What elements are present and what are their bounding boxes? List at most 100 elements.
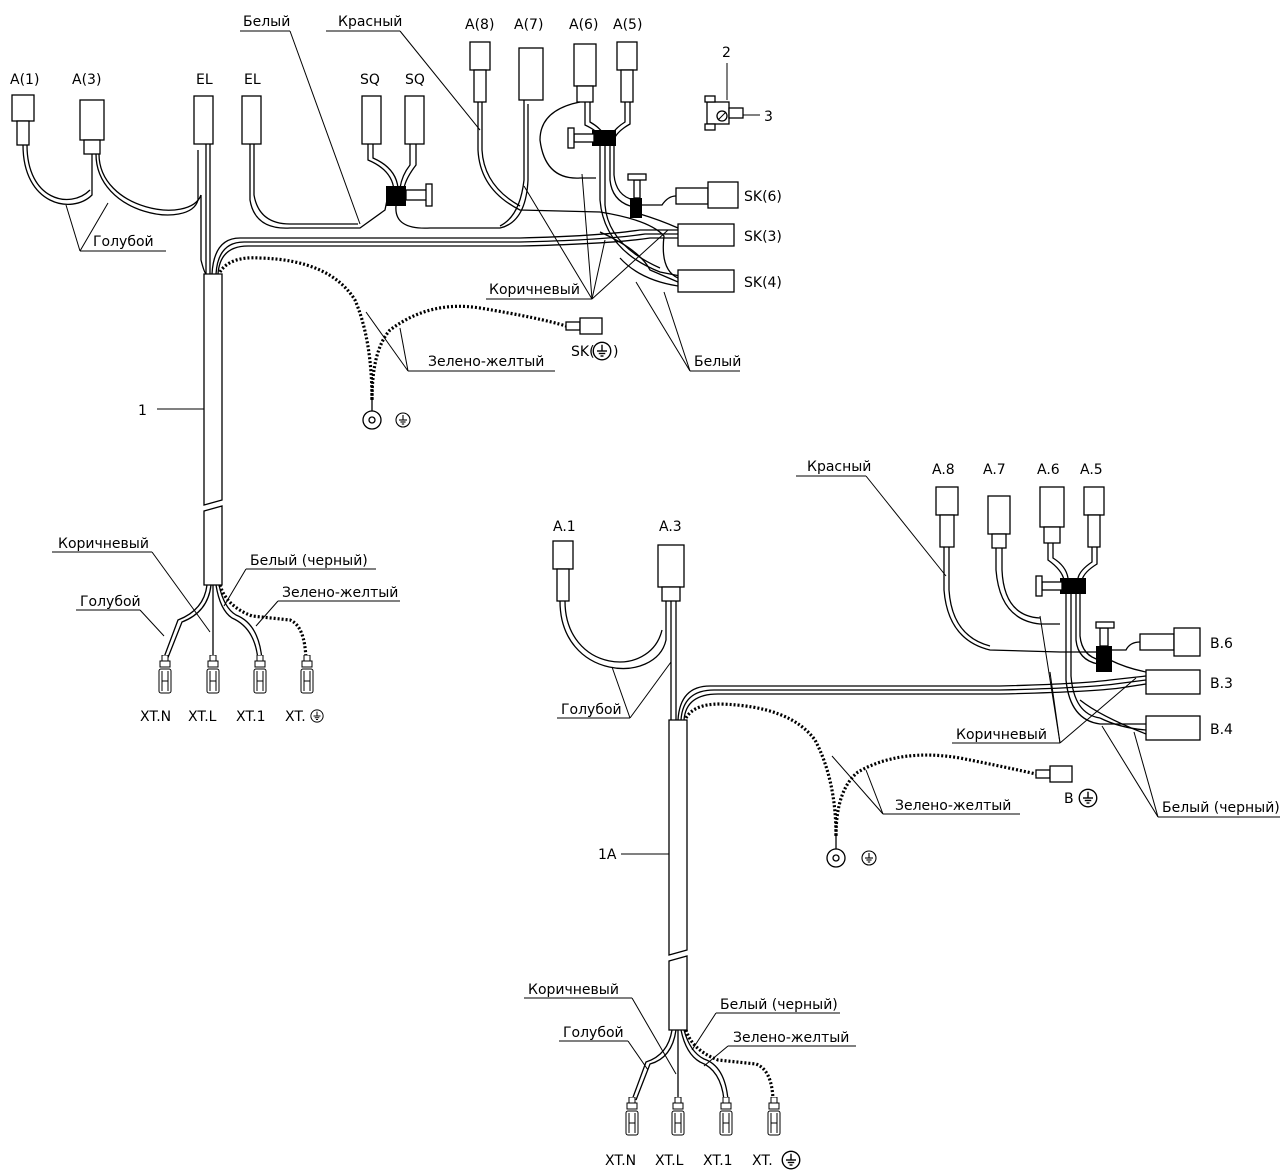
terminal-xt-l (206, 655, 220, 694)
connector-sk6 (707, 181, 739, 209)
harness-1a: 1A A.1 A.3 A.8 A.7 A.6 A.5 (524, 459, 1280, 1170)
wire-label-brown-mid-1a: Коричневый (956, 727, 1047, 743)
connector-a3-sleeve (83, 139, 101, 155)
ground-icon (310, 709, 324, 723)
connector-a3 (79, 99, 105, 141)
detail-number-3: 3 (764, 109, 773, 125)
connector-el-right (241, 95, 262, 145)
wire-label-white-right: Белый (694, 354, 741, 370)
wire-label-yellow-green-mid-1a: Зелено-желтый (895, 798, 1011, 814)
label-xt-l: XT.L (188, 709, 217, 725)
connector-a6 (573, 43, 597, 87)
connector-a-5 (1083, 486, 1105, 516)
wire-label-white-black-bottom: Белый (черный) (250, 553, 368, 569)
terminal-xt-ground-1a (767, 1097, 781, 1136)
connector-el-left (193, 95, 214, 145)
label-a8: A(8) (465, 17, 494, 33)
connector-a8 (469, 41, 491, 71)
harness-1-sleeve-upper (203, 273, 223, 506)
wire-label-red-top: Красный (338, 14, 402, 30)
connector-sq-left (361, 95, 382, 145)
detail-number-2: 2 (722, 45, 731, 61)
ground-icon (1078, 788, 1098, 808)
harness-1-label: 1 (138, 403, 147, 419)
connector-a-8 (935, 486, 959, 516)
label-xt-ground: XT. (285, 709, 306, 725)
wire-label-yellow-green-mid: Зелено-желтый (428, 354, 544, 370)
label-sq-right: SQ (405, 72, 425, 88)
harness-1-sleeve-lower (203, 505, 223, 586)
wire-label-brown-bottom-1a: Коричневый (528, 982, 619, 998)
label-b4: B.4 (1210, 722, 1233, 738)
connector-a7 (518, 47, 544, 101)
connector-b-ground (1049, 765, 1073, 783)
label-sk6: SK(6) (744, 189, 782, 205)
label-b6: B.6 (1210, 636, 1233, 652)
wire-label-yellow-green-bottom-1a: Зелено-желтый (733, 1030, 849, 1046)
connector-a1-sleeve (16, 120, 30, 146)
label-a-1: A.1 (553, 519, 576, 535)
label-a6: A(6) (569, 17, 598, 33)
connector-sk3 (677, 223, 735, 247)
label-b3: B.3 (1210, 676, 1233, 692)
wire-label-brown-mid: Коричневый (489, 282, 580, 298)
label-sk3: SK(3) (744, 229, 782, 245)
wire-label-white-black-right-1a: Белый (черный) (1162, 800, 1280, 816)
label-a1: A(1) (10, 72, 39, 88)
terminal-xt-n-1a (625, 1097, 639, 1136)
sq-clip (386, 186, 406, 206)
wire-label-blue-mid-1a: Голубой (561, 702, 622, 718)
terminal-xt-n (158, 655, 172, 694)
connector-sk6-plug (675, 187, 709, 205)
label-a-7: A.7 (983, 462, 1006, 478)
connector-a5 (616, 41, 638, 71)
a-clip (592, 130, 616, 146)
label-a7: A(7) (514, 17, 543, 33)
label-el-left: EL (196, 72, 213, 88)
ground-icon (395, 412, 411, 428)
connector-sk4 (677, 269, 735, 293)
label-xt-l-1a: XT.L (655, 1153, 684, 1169)
label-sk-ground-close: ) (613, 344, 618, 360)
terminal-xt-1-1a (719, 1097, 733, 1136)
wire-label-yellow-green-bottom: Зелено-желтый (282, 585, 398, 601)
wire-label-blue-bottom-1a: Голубой (563, 1025, 624, 1041)
connector-a-6 (1039, 486, 1065, 528)
terminal-xt-ground (300, 655, 314, 694)
wire-label-white-black-bottom-1a: Белый (черный) (720, 997, 838, 1013)
label-sk4: SK(4) (744, 275, 782, 291)
connector-sq-right (404, 95, 425, 145)
detail-fastener: 2 3 (704, 45, 773, 131)
terminal-xt-l-1a (671, 1097, 685, 1136)
ground-icon (592, 341, 612, 361)
harness-1a-sleeve-lower (668, 955, 688, 1031)
wire-label-red-top-1a: Красный (807, 459, 871, 475)
connector-sk-ground (579, 317, 603, 335)
wire-label-brown-bottom: Коричневый (58, 536, 149, 552)
label-a5: A(5) (613, 17, 642, 33)
label-sq-left: SQ (360, 72, 380, 88)
wire-label-blue-top: Голубой (93, 234, 154, 250)
connector-b6 (1173, 627, 1201, 657)
connector-b3 (1145, 669, 1201, 695)
connector-b6-plug (1139, 633, 1175, 651)
ground-icon (861, 850, 877, 866)
label-a-3: A.3 (659, 519, 682, 535)
label-a-8: A.8 (932, 462, 955, 478)
label-xt-n-1a: XT.N (605, 1153, 636, 1169)
label-b-ground: B (1064, 791, 1074, 807)
connector-b4 (1145, 715, 1201, 741)
terminal-xt-1 (253, 655, 267, 694)
label-el-right: EL (244, 72, 261, 88)
label-xt-n: XT.N (140, 709, 171, 725)
ground-icon (781, 1150, 801, 1170)
label-xt-1: XT.1 (236, 709, 266, 725)
label-sk-ground: SK( (571, 344, 595, 360)
connector-a-3 (657, 544, 685, 588)
harness-1a-sleeve-upper (668, 719, 688, 956)
label-xt-1-1a: XT.1 (703, 1153, 733, 1169)
label-xt-ground-1a: XT. (752, 1153, 773, 1169)
connector-a1 (11, 94, 35, 122)
label-a-6: A.6 (1037, 462, 1060, 478)
